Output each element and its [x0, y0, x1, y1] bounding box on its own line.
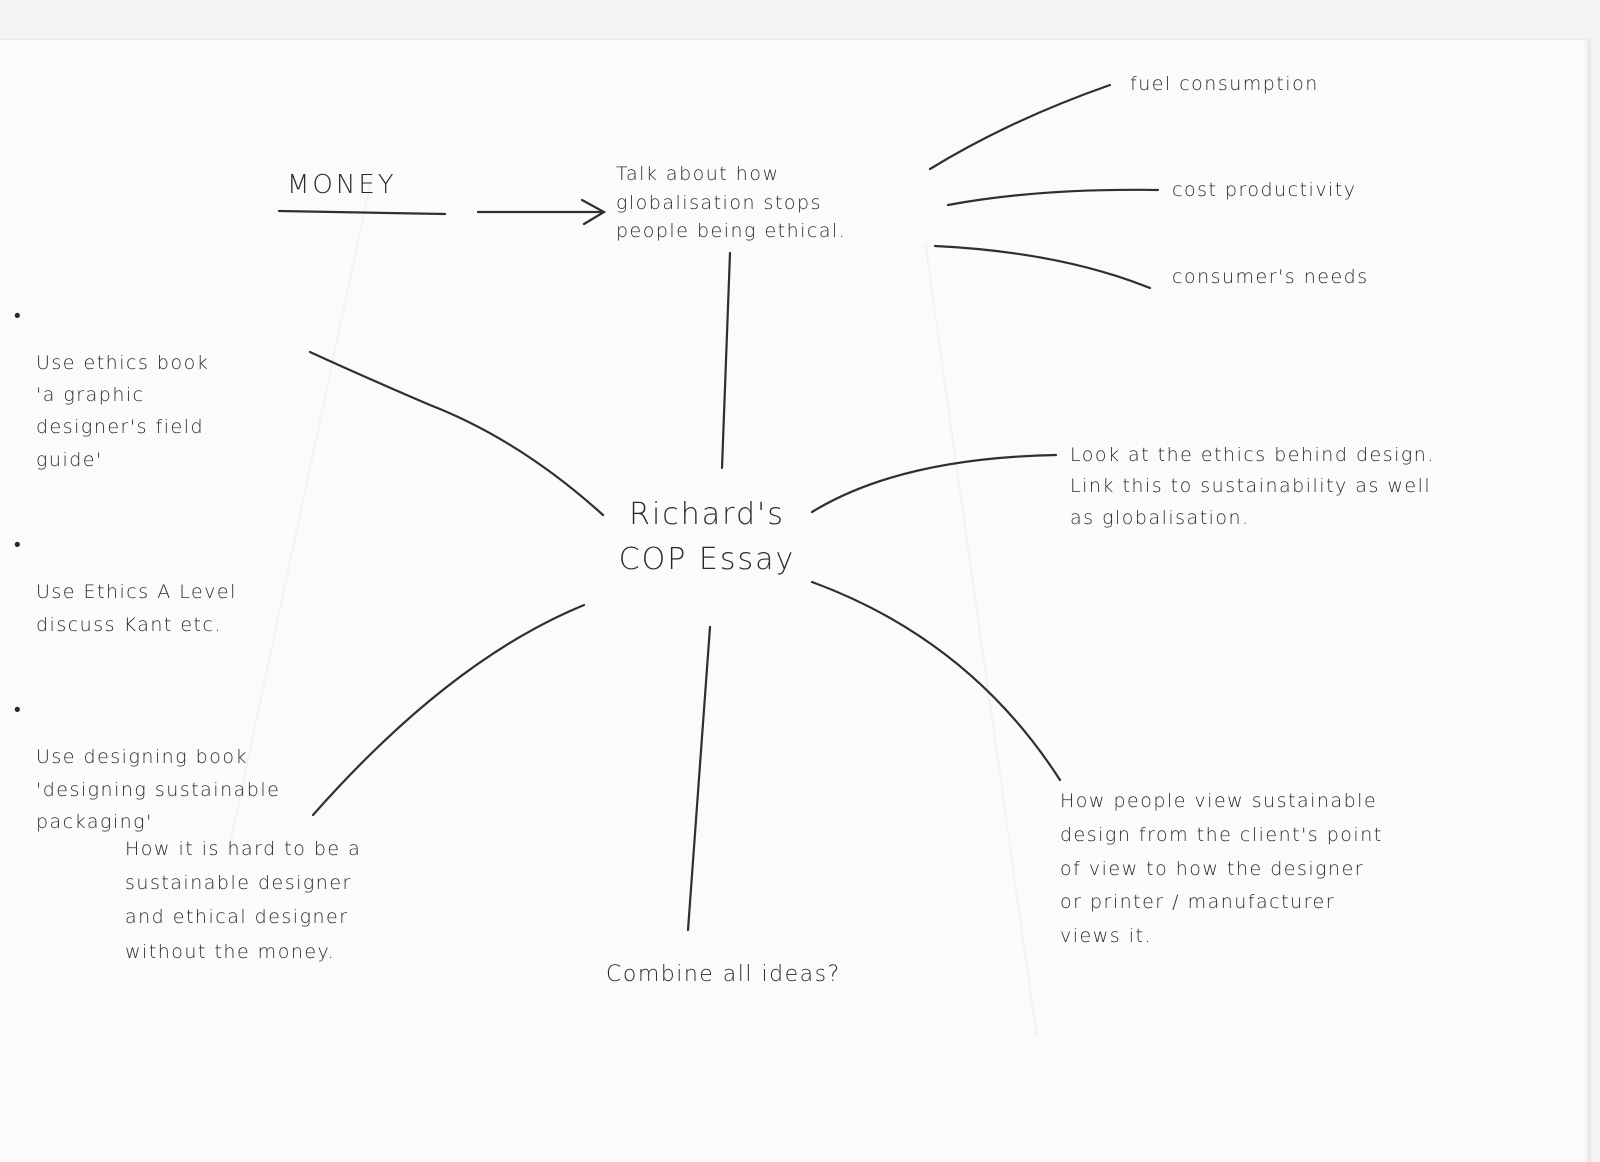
- money-underline: [277, 209, 447, 216]
- money-label: MONEY: [287, 170, 397, 200]
- link-cost: [946, 188, 1160, 207]
- node-client-view: How people view sustainable design from …: [1060, 790, 1383, 948]
- bullet-point: •: [14, 304, 23, 327]
- link-fuel: [928, 83, 1112, 171]
- link-center-ethics: [810, 453, 1058, 514]
- resource-item: • Use Ethics A Level discuss Kant etc.: [10, 533, 340, 662]
- resource-item: • Use designing book 'designing sustaina…: [10, 698, 340, 860]
- resource-item: • Use ethics book 'a graphic designer's …: [10, 304, 340, 498]
- paper-sheet: [0, 40, 1590, 1162]
- link-center-combine: [686, 625, 712, 932]
- link-center-client: [810, 580, 1062, 782]
- link-center-globalisation: [720, 251, 732, 470]
- node-consumers-needs: consumer's needs: [1172, 266, 1369, 288]
- node-globalisation: Talk about how globalisation stops peopl…: [616, 163, 847, 242]
- node-ethics-behind-design: Look at the ethics behind design. Link t…: [1070, 444, 1435, 529]
- resource-text: Use designing book 'designing sustainabl…: [36, 746, 281, 833]
- resource-list: • Use ethics book 'a graphic designer's …: [10, 282, 340, 895]
- link-center-resources: [308, 350, 605, 517]
- node-hard-without-money: How it is hard to be a sustainable desig…: [125, 838, 362, 963]
- money-arrow-head: [580, 198, 607, 226]
- central-topic: Richard's COP Essay: [618, 497, 796, 577]
- bullet-point: •: [14, 699, 23, 722]
- bullet-point: •: [14, 534, 23, 557]
- node-combine-ideas: Combine all ideas?: [606, 962, 841, 987]
- node-cost-productivity: cost productivity: [1172, 179, 1357, 201]
- link-consumers: [933, 244, 1152, 290]
- resource-text: Use Ethics A Level discuss Kant etc.: [36, 581, 237, 636]
- resource-text: Use ethics book 'a graphic designer's fi…: [36, 351, 210, 471]
- link-center-hard: [311, 603, 586, 817]
- node-fuel-consumption: fuel consumption: [1130, 73, 1319, 95]
